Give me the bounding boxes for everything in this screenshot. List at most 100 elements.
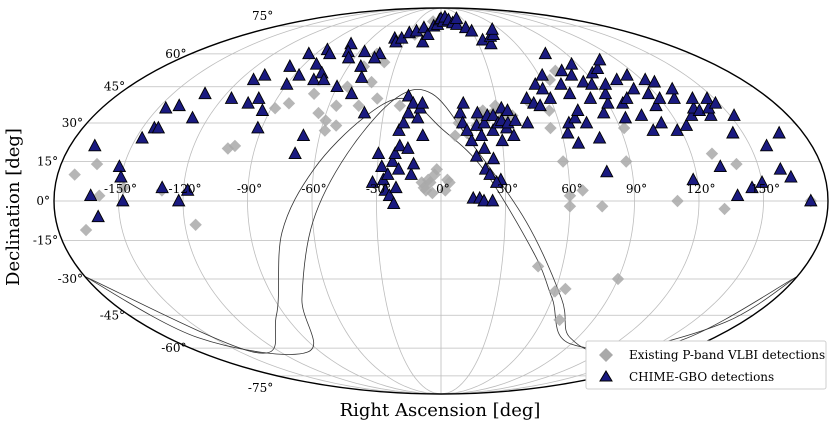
vlbi-point xyxy=(576,184,589,197)
vlbi-point xyxy=(430,163,443,176)
chime-point xyxy=(626,81,641,95)
chime-point xyxy=(685,91,700,104)
chime-point xyxy=(302,46,316,60)
vlbi-point xyxy=(595,200,609,213)
chime-point xyxy=(401,141,415,154)
y-tick-label: 0° xyxy=(36,194,50,208)
y-tick-label: 15° xyxy=(37,154,58,168)
y-tick-label: -30° xyxy=(58,272,83,286)
vlbi-point xyxy=(117,181,130,194)
chime-point xyxy=(641,86,656,100)
chime-point xyxy=(252,91,266,104)
chime-point xyxy=(116,193,130,207)
points-layer xyxy=(68,9,818,327)
x-tick-label: 120° xyxy=(687,182,716,196)
chime-point xyxy=(354,59,368,72)
chime-point xyxy=(415,34,430,48)
vlbi-point xyxy=(307,87,321,100)
x-tick-label: -30° xyxy=(366,182,391,196)
chime-point xyxy=(357,44,372,58)
chime-point xyxy=(406,156,421,170)
x-tick-label: -90° xyxy=(237,182,262,196)
chime-point xyxy=(708,95,723,109)
chime-point xyxy=(172,98,186,112)
vlbi-point xyxy=(371,92,384,105)
vlbi-point xyxy=(79,223,93,237)
vlbi-point xyxy=(559,282,572,296)
chime-point xyxy=(596,105,611,119)
chime-point xyxy=(404,167,418,180)
chime-point xyxy=(519,91,534,104)
chime-point xyxy=(460,123,474,136)
vlbi-point xyxy=(611,272,625,286)
chime-point xyxy=(344,86,359,100)
chime-point xyxy=(393,138,407,152)
chime-point xyxy=(592,52,607,66)
vlbi-point xyxy=(378,56,391,69)
chime-point xyxy=(727,108,741,121)
chime-point xyxy=(381,167,395,180)
chime-point xyxy=(386,196,401,209)
vlbi-point xyxy=(556,155,570,168)
chime-point xyxy=(500,103,515,116)
chime-point xyxy=(421,27,435,40)
chime-point xyxy=(365,175,380,188)
vlbi-point xyxy=(68,168,81,181)
chime-point xyxy=(585,76,599,90)
chime-point xyxy=(470,105,485,119)
legend-vlbi-label: Existing P-band VLBI detections xyxy=(629,348,825,362)
vlbi-point xyxy=(282,97,296,110)
chime-point xyxy=(564,56,579,70)
vlbi-point xyxy=(563,189,577,202)
chime-point xyxy=(485,21,499,35)
chime-point xyxy=(371,146,386,160)
vlbi-point xyxy=(365,75,378,89)
vlbi-point xyxy=(426,186,439,200)
vlbi-point xyxy=(543,104,556,117)
chime-point xyxy=(638,72,652,86)
chime-point xyxy=(330,79,344,93)
x-tick-label: 150° xyxy=(751,182,780,196)
chime-point xyxy=(401,88,416,102)
vlbi-point xyxy=(189,218,202,231)
chime-point xyxy=(590,61,605,75)
chime-point xyxy=(317,72,331,86)
chime-point xyxy=(755,175,769,188)
chime-point xyxy=(535,67,549,81)
chime-point xyxy=(483,167,497,180)
legend-vlbi-marker xyxy=(599,348,613,362)
vlbi-point xyxy=(617,121,631,135)
x-tick-label: 90° xyxy=(626,182,647,196)
chime-point xyxy=(620,67,634,81)
legend-chime-label: CHIME-GBO detections xyxy=(629,370,774,384)
chime-point xyxy=(135,130,149,144)
vlbi-point xyxy=(228,139,242,153)
chime-point xyxy=(554,63,569,77)
x-axis-title: Right Ascension [deg] xyxy=(340,400,541,421)
chime-point xyxy=(486,108,500,121)
chime-point xyxy=(112,159,127,173)
chime-point xyxy=(251,120,265,134)
vlbi-point xyxy=(312,106,325,120)
chime-point xyxy=(649,98,663,112)
chime-point xyxy=(535,81,550,95)
vlbi-point xyxy=(563,200,577,213)
vlbi-point xyxy=(549,64,562,78)
vlbi-point xyxy=(90,157,104,171)
chime-point xyxy=(375,159,389,173)
chime-point xyxy=(583,91,598,104)
chime-point xyxy=(620,91,634,104)
vlbi-point xyxy=(330,99,343,112)
chime-point xyxy=(159,100,173,114)
vlbi-point xyxy=(718,202,731,216)
vlbi-point xyxy=(318,124,332,137)
vlbi-point xyxy=(352,99,365,112)
vlbi-point xyxy=(424,176,437,189)
chime-point xyxy=(464,23,479,37)
chime-point xyxy=(456,95,470,109)
chime-point xyxy=(533,98,547,112)
chime-point xyxy=(489,175,504,188)
chime-point xyxy=(171,193,186,207)
